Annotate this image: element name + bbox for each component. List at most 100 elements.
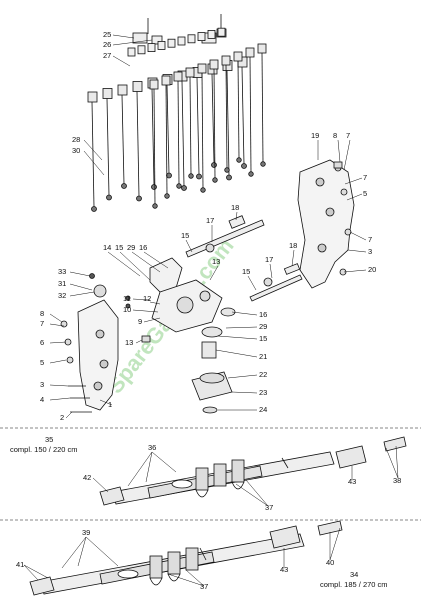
tine-rod	[177, 80, 180, 185]
callout-8: 8	[333, 131, 337, 140]
tine-head	[245, 47, 255, 58]
callout-13: 13	[125, 338, 133, 347]
tine-head	[87, 91, 98, 103]
callout-18: 18	[231, 203, 239, 212]
leader-line	[119, 251, 151, 281]
leader-line	[151, 451, 177, 473]
clamp-tooth	[217, 27, 226, 37]
leader-line	[337, 139, 341, 163]
leader-line	[347, 249, 367, 253]
leader-line	[107, 251, 141, 277]
callout-20: 20	[368, 265, 376, 274]
callout-18: 18	[289, 241, 297, 250]
callout-11: 11	[123, 294, 131, 303]
right-side-plate	[297, 159, 355, 289]
callout-29: 29	[127, 243, 135, 252]
leader-line	[349, 231, 367, 241]
leader-line	[344, 177, 363, 185]
clamp-tooth	[197, 32, 206, 41]
callout-31: 31	[58, 279, 66, 288]
tine-assembly	[87, 14, 267, 212]
tine-tip	[226, 174, 232, 181]
tine-head	[149, 79, 159, 90]
callout-33: 33	[58, 267, 66, 276]
tine-rod	[249, 56, 252, 173]
callout-10: 10	[123, 305, 131, 314]
leader-line	[49, 341, 67, 344]
tine-head	[233, 51, 243, 62]
leader-line	[245, 479, 269, 507]
callout-12: 12	[143, 294, 151, 303]
leader-line	[235, 483, 269, 507]
tine-head	[197, 63, 207, 74]
leader-line	[167, 573, 205, 587]
callout-22: 22	[259, 370, 267, 379]
leader-line	[49, 313, 63, 323]
leader-line	[235, 211, 238, 221]
callout-15: 15	[259, 334, 267, 343]
leader-line	[69, 283, 93, 291]
tine-rod	[189, 76, 192, 175]
tine-tip	[152, 203, 158, 209]
leader-line	[65, 411, 73, 419]
clamp-tooth	[177, 36, 186, 46]
tine-tip	[166, 172, 172, 179]
callout-35: 35	[45, 435, 53, 444]
callout-6: 6	[40, 338, 44, 347]
callout-7: 7	[363, 173, 367, 182]
tine-tip	[106, 194, 112, 201]
leader-line	[185, 569, 205, 587]
clamp-tooth	[137, 45, 146, 55]
caption-lower-variant: compl. 185 / 270 cm	[320, 580, 388, 589]
leader-line	[61, 536, 87, 569]
tine-rod	[165, 84, 168, 195]
tine-head	[117, 84, 128, 96]
leader-line	[112, 39, 153, 46]
callout-2: 2	[60, 413, 64, 422]
callout-36: 36	[148, 443, 156, 452]
leader-line	[49, 323, 65, 327]
leader-lines	[23, 34, 399, 587]
tine-tip	[188, 173, 194, 179]
callout-8: 8	[40, 309, 44, 318]
tine-rod	[151, 87, 155, 186]
leader-line	[143, 317, 161, 323]
tine-tip	[224, 167, 230, 173]
callout-4: 4	[40, 395, 44, 404]
callout-16: 16	[259, 310, 267, 319]
leader-line	[131, 251, 161, 273]
tine-tip	[91, 206, 97, 212]
leader-line	[85, 536, 119, 567]
callout-25: 25	[103, 30, 111, 39]
callout-16: 16	[139, 243, 147, 252]
tine-tip	[164, 193, 170, 199]
tine-tip	[196, 173, 202, 180]
leader-line	[92, 477, 109, 493]
callout-41: 41	[16, 560, 24, 569]
leader-line	[231, 391, 258, 394]
tine-tip	[248, 171, 254, 177]
callout-34: 34	[350, 570, 358, 579]
tine-rod	[91, 101, 95, 208]
callout-42: 42	[83, 473, 91, 482]
callout-37: 37	[265, 503, 273, 512]
callout-43: 43	[348, 477, 356, 486]
leader-line	[145, 451, 153, 483]
clamp-tooth	[167, 38, 176, 48]
tine-head	[102, 88, 113, 99]
tine-rod	[226, 70, 230, 176]
callout-7: 7	[346, 131, 350, 140]
clamp-tooth	[127, 47, 136, 57]
leader-line	[99, 399, 113, 406]
leader-line	[69, 291, 95, 297]
tine-rod	[213, 68, 216, 179]
caption-upper-variant: compl. 150 / 220 cm	[10, 445, 78, 454]
leader-line	[395, 445, 399, 479]
callout-28: 28	[72, 135, 80, 144]
leader-line	[143, 251, 169, 269]
leader-line	[132, 309, 159, 313]
tine-tip	[200, 187, 206, 193]
tine-tip	[260, 161, 266, 167]
leader-line	[112, 55, 131, 67]
